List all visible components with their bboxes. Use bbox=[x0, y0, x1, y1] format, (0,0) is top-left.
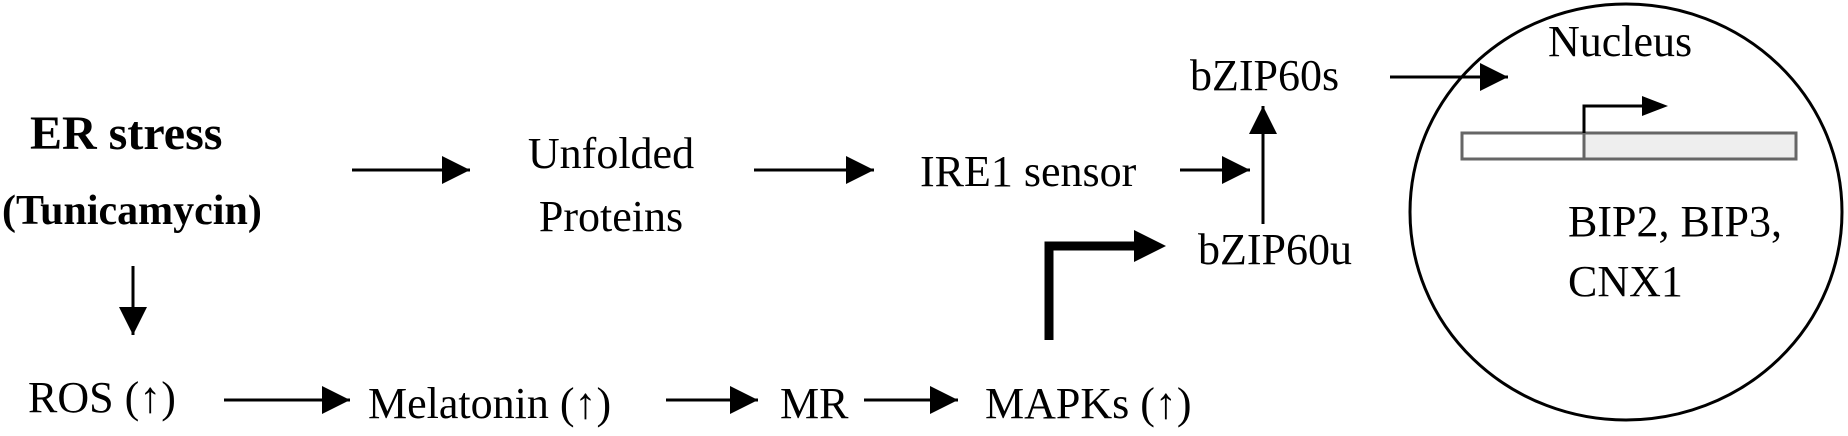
gene-bar-right bbox=[1582, 131, 1798, 161]
nucleus-ellipse bbox=[1408, 2, 1844, 422]
er-stress-subtitle: (Tunicamycin) bbox=[2, 188, 262, 234]
bzip60u-label: bZIP60u bbox=[1198, 225, 1352, 274]
bzip60s-label: bZIP60s bbox=[1190, 51, 1340, 100]
nucleus-label: Nucleus bbox=[1548, 17, 1693, 66]
melatonin-label: Melatonin (↑) bbox=[368, 379, 612, 428]
promoter-arrow-icon bbox=[1044, 230, 1166, 340]
mapks-label: MAPKs (↑) bbox=[985, 379, 1192, 428]
ros-label: ROS (↑) bbox=[28, 373, 176, 422]
unfolded-proteins-line1: Unfolded bbox=[527, 129, 695, 178]
mr-label: MR bbox=[780, 379, 849, 428]
ire1-sensor-label: IRE1 sensor bbox=[920, 147, 1137, 196]
nucleus-genes-line1: BIP2, BIP3, bbox=[1568, 197, 1782, 246]
unfolded-proteins-line2: Proteins bbox=[538, 192, 684, 241]
gene-bar-left bbox=[1460, 131, 1586, 161]
nucleus-genes-line2: CNX1 bbox=[1568, 257, 1683, 306]
er-stress-title: ER stress bbox=[30, 107, 223, 160]
promoter-arrow-icon bbox=[1582, 96, 1668, 133]
